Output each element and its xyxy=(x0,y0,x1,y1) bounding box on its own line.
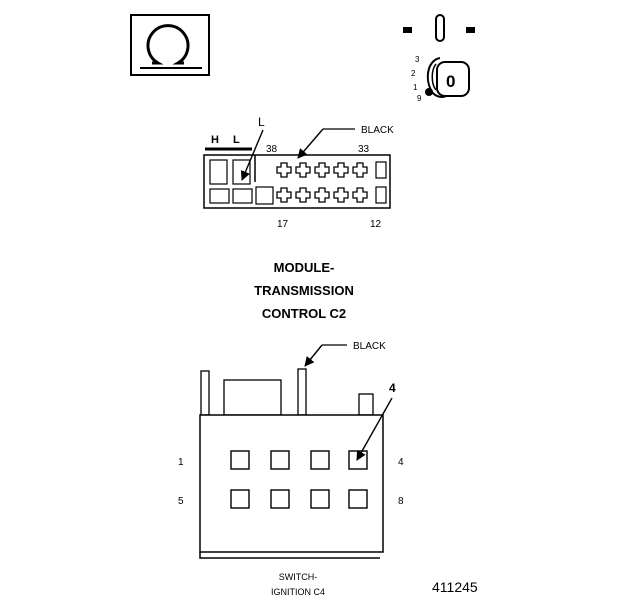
c4-pin-1: 1 xyxy=(178,457,184,468)
c2-title: MODULE- TRANSMISSION CONTROL C2 xyxy=(254,260,354,321)
c2-title-line-2: TRANSMISSION xyxy=(254,283,354,298)
c2-terminal-cavity xyxy=(314,187,330,203)
c2-label-l: L xyxy=(233,134,240,146)
connector-c2: H L L BLACK 38 33 17 12 xyxy=(203,115,394,230)
c4-callout-black: BLACK xyxy=(353,341,386,352)
c4-callout-4: 4 xyxy=(389,381,396,395)
c4-pin-8: 8 xyxy=(398,496,404,507)
key-label: 0 xyxy=(446,72,455,91)
c2-terminal-grid xyxy=(276,162,368,203)
c2-pin-17: 17 xyxy=(277,219,289,230)
c2-pin-33: 33 xyxy=(358,144,370,155)
c2-terminal-cavity xyxy=(352,162,368,178)
figure-id: 411245 xyxy=(432,579,478,595)
c4-title: SWITCH- IGNITION C4 xyxy=(271,572,325,597)
key-pos-extra: 9 xyxy=(417,94,422,103)
c4-title-line-1: SWITCH- xyxy=(279,572,318,582)
c4-title-line-2: IGNITION C4 xyxy=(271,587,325,597)
c2-pin-12: 12 xyxy=(370,219,382,230)
c2-terminal-cavity xyxy=(333,162,349,178)
c2-label-h: H xyxy=(211,134,219,146)
c2-pin-38: 38 xyxy=(266,144,278,155)
c2-terminal-cavity xyxy=(314,162,330,178)
c2-callout-l: L xyxy=(258,115,265,129)
connector-c4: BLACK 4 1 4 5 8 xyxy=(178,341,404,559)
c2-terminal-cavity xyxy=(352,187,368,203)
c2-callout-black: BLACK xyxy=(361,125,394,136)
c2-title-line-1: MODULE- xyxy=(274,260,335,275)
key-pos-1: 1 xyxy=(413,83,418,92)
key-pos-3: 3 xyxy=(415,55,420,64)
c2-terminal-cavity xyxy=(333,187,349,203)
c2-terminal-cavity xyxy=(295,187,311,203)
key-pos-2: 2 xyxy=(411,69,416,78)
ohmmeter-icon xyxy=(130,14,210,76)
ignition-key-icon: 3 2 1 9 0 xyxy=(403,14,475,103)
c2-terminal-cavity xyxy=(295,162,311,178)
c4-pin-4: 4 xyxy=(398,457,404,468)
c2-terminal-cavity xyxy=(276,187,292,203)
c4-pin-5: 5 xyxy=(178,496,184,507)
c2-terminal-cavity xyxy=(276,162,292,178)
c2-title-line-3: CONTROL C2 xyxy=(262,306,346,321)
